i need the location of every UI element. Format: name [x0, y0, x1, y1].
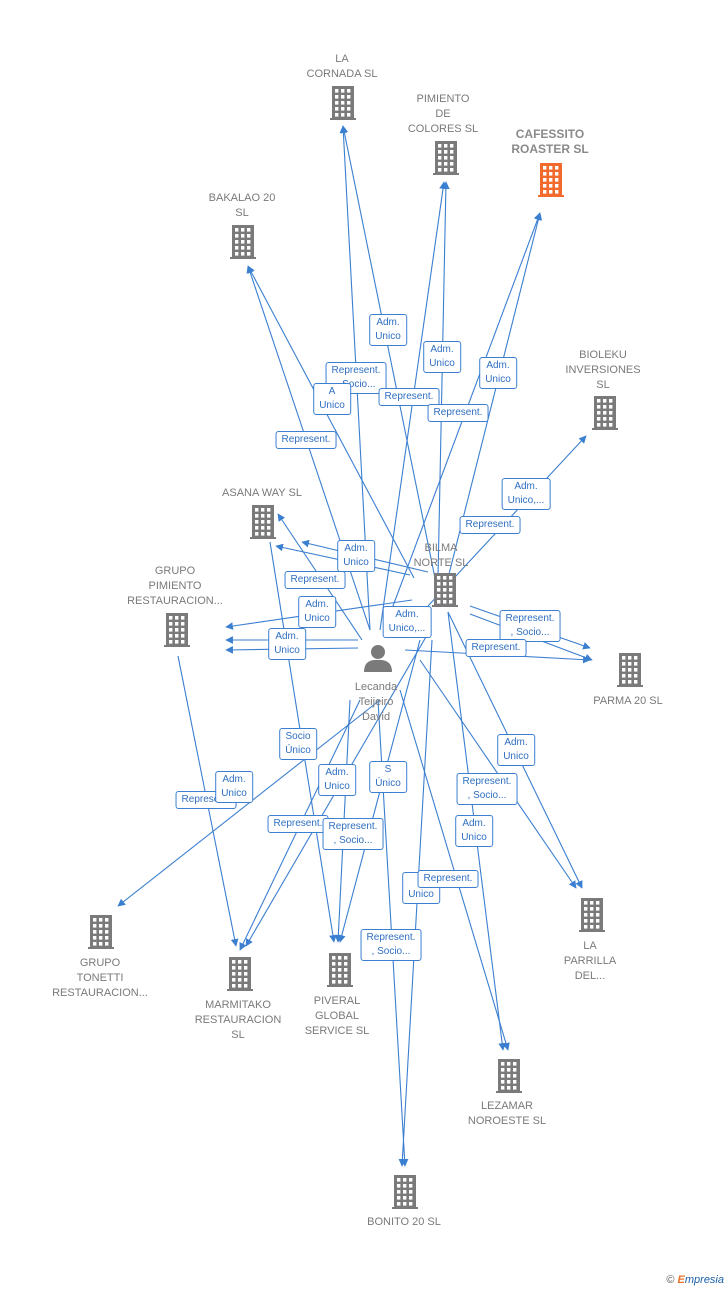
node-label-bonito[interactable]: BONITO 20 SL: [367, 1216, 441, 1228]
relation-edge: [437, 181, 450, 579]
edge-relation-label[interactable]: Adm. Unico: [369, 314, 407, 346]
node-label-bakalao[interactable]: BAKALAO 20 SL: [208, 192, 276, 219]
node-label-parma[interactable]: PARMA 20 SL: [593, 695, 663, 707]
edge-relation-label[interactable]: Adm. Unico,...: [501, 478, 551, 510]
edge-relation-label[interactable]: Represent. , Socio...: [322, 818, 384, 850]
building-icon[interactable]: [433, 141, 459, 175]
node-label-pimiento-colores[interactable]: PIMIENTO DE COLORES SL: [407, 93, 479, 135]
node-label-la-cornada[interactable]: LA CORNADA SL: [306, 53, 378, 80]
edge-relation-label[interactable]: Represent. , Socio...: [360, 929, 422, 961]
building-icon[interactable]: [227, 957, 253, 991]
edge-relation-label[interactable]: Adm. Unico: [215, 771, 253, 803]
building-icon[interactable]: [432, 573, 458, 607]
building-icon[interactable]: [250, 505, 276, 539]
edge-relation-label[interactable]: Represent.: [275, 431, 337, 449]
edge-relation-label[interactable]: Adm. Unico: [337, 540, 375, 572]
edge-relation-label[interactable]: Represent.: [427, 404, 489, 422]
node-label-asana[interactable]: ASANA WAY SL: [222, 487, 302, 499]
relation-edge: [340, 125, 436, 579]
edge-relation-label[interactable]: Adm. Unico: [497, 734, 535, 766]
building-icon[interactable]: [230, 225, 256, 259]
node-label-grupo-pimiento[interactable]: GRUPO PIMIENTO RESTAURACION...: [127, 565, 223, 607]
building-icon[interactable]: [327, 953, 353, 987]
node-icons: [88, 86, 643, 1209]
node-label-grupo-tonetti[interactable]: GRUPO TONETTI RESTAURACION...: [52, 957, 148, 999]
node-label-cafessito[interactable]: CAFESSITO ROASTER SL: [511, 127, 589, 156]
building-icon[interactable]: [392, 1175, 418, 1209]
edge-relation-label[interactable]: Represent. , Socio...: [325, 362, 387, 394]
brand-initial: E: [677, 1274, 685, 1286]
edge-relation-label[interactable]: Represent.: [465, 639, 527, 657]
edge-relation-label[interactable]: S Único: [369, 761, 407, 793]
edge-relation-label[interactable]: Adm. Unico: [318, 764, 356, 796]
relation-edge: [379, 181, 447, 631]
edge-relation-label[interactable]: Represent.: [459, 516, 521, 534]
edge-relation-label[interactable]: Adm. Unico,...: [382, 606, 432, 638]
footer-brand: © Empresia: [666, 1274, 724, 1286]
edge-relation-label[interactable]: Adm. Unico: [423, 341, 461, 373]
edge-relation-label[interactable]: Represent.: [284, 571, 346, 589]
edge-relation-label[interactable]: Represent. , Socio...: [499, 610, 561, 642]
node-label-marmitako[interactable]: MARMITAKO RESTAURACION SL: [194, 999, 282, 1041]
person-icon[interactable]: [364, 645, 392, 672]
building-icon[interactable]: [579, 898, 605, 932]
building-icon[interactable]: [496, 1059, 522, 1093]
building-icon[interactable]: [88, 915, 114, 949]
edge-relation-label[interactable]: Represent.: [378, 388, 440, 406]
edge-relation-label[interactable]: Represent. , Socio...: [456, 773, 518, 805]
edge-relation-label[interactable]: A Unico: [313, 383, 351, 415]
node-label-piveral[interactable]: PIVERAL GLOBAL SERVICE SL: [304, 995, 370, 1037]
building-icon[interactable]: [330, 86, 356, 120]
edge-relation-label[interactable]: Represent.: [267, 815, 329, 833]
building-icon[interactable]: [538, 163, 564, 197]
edge-relation-label[interactable]: Adm. Unico: [298, 596, 336, 628]
edge-relation-label[interactable]: Adm. Unico: [455, 815, 493, 847]
edge-relation-label[interactable]: Adm. Unico: [268, 628, 306, 660]
relation-edge: [247, 265, 415, 579]
node-label-bilma[interactable]: BILMA NORTE SL: [413, 542, 469, 569]
node-label-lezamar[interactable]: LEZAMAR NOROESTE SL: [467, 1100, 547, 1127]
node-label-person[interactable]: Lecanda Teijeiro David: [354, 681, 398, 723]
relation-edge: [117, 699, 381, 907]
edge-relation-label[interactable]: Represent.: [417, 870, 479, 888]
node-label-bioleku[interactable]: BIOLEKU INVERSIONES SL: [565, 349, 641, 391]
brand-name: mpresia: [684, 1274, 724, 1286]
edge-relation-label[interactable]: Adm. Unico: [479, 357, 517, 389]
building-icon[interactable]: [617, 653, 643, 687]
building-icon[interactable]: [592, 396, 618, 430]
edge-relation-label[interactable]: Socio Único: [279, 728, 317, 760]
node-label-la-parrilla[interactable]: LA PARRILLA DEL...: [563, 940, 617, 982]
copyright-symbol: ©: [666, 1274, 675, 1286]
building-icon[interactable]: [164, 613, 190, 647]
